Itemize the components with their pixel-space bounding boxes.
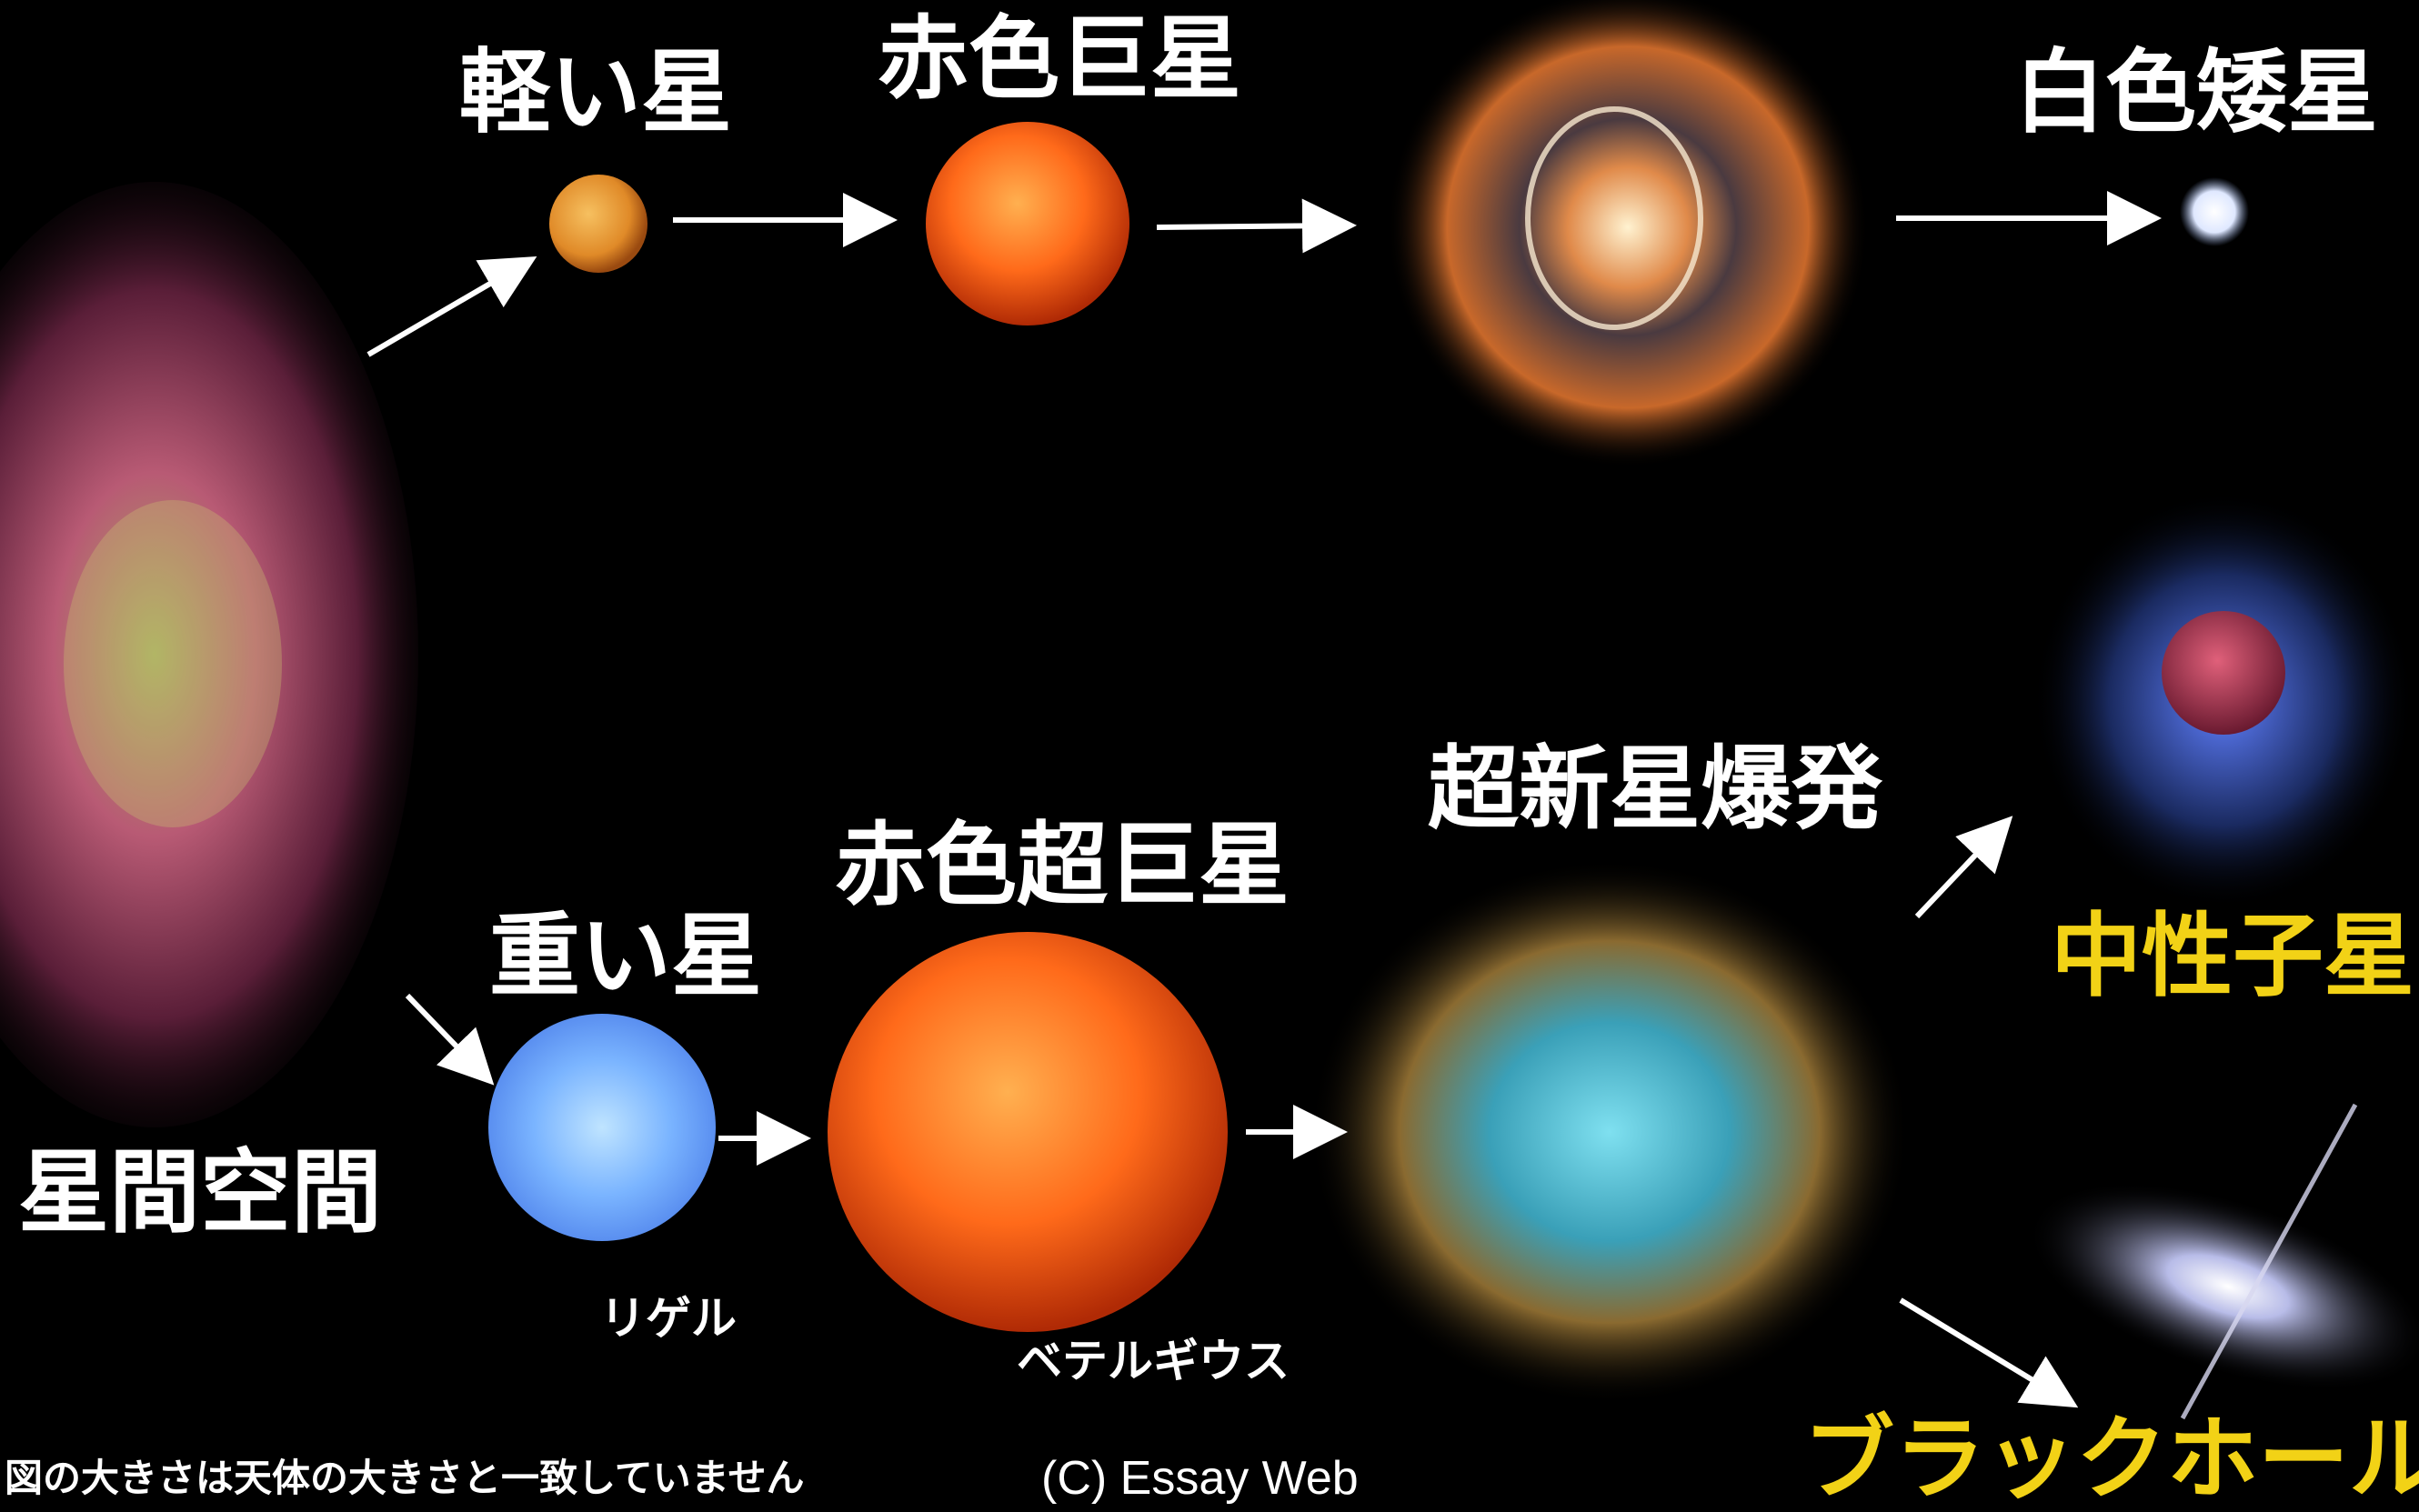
white-dwarf-image xyxy=(2180,177,2249,246)
supernova-label: 超新星爆発 xyxy=(1428,736,1882,842)
interstellar-nebula-image xyxy=(0,182,418,1127)
arrow-interstellar-to-heavy-star xyxy=(405,993,495,1086)
white-dwarf-label: 白色矮星 xyxy=(2014,39,2378,145)
black-hole-label: ブラックホール xyxy=(1803,1406,2419,1512)
arrow-supernova-to-neutron-star xyxy=(1914,816,2013,919)
light-star-image xyxy=(549,175,647,273)
red-supergiant-label: 赤色超巨星 xyxy=(835,812,1290,918)
interstellar-label: 星間空間 xyxy=(18,1139,382,1246)
light-star-label: 軽い星 xyxy=(459,39,732,145)
red-giant-label: 赤色巨星 xyxy=(878,5,1241,112)
heavy-star-example-label: リゲル xyxy=(600,1292,737,1345)
red-giant-image xyxy=(926,122,1129,325)
heavy-star-image xyxy=(488,1014,716,1241)
footnote-text: 図の大きさは天体の大きさと一致していません xyxy=(5,1456,805,1500)
red-supergiant-example-label: ベテルギウス xyxy=(1017,1335,1290,1387)
credit-text: (C) Essay Web xyxy=(1041,1452,1359,1505)
neutron-star-label: 中性子星 xyxy=(2051,903,2414,1009)
black-hole-image xyxy=(2027,1103,2419,1420)
supernova-remnant-image xyxy=(1310,859,1910,1405)
arrow-red-giant-to-planetary-nebula xyxy=(1156,198,1357,254)
planetary-nebula-image xyxy=(1387,0,1869,468)
arrow-interstellar-to-light-star xyxy=(366,255,537,357)
neutron-star-image xyxy=(2033,491,2414,909)
arrow-supernova-to-black-hole xyxy=(1899,1297,2079,1408)
heavy-star-label: 重い星 xyxy=(489,903,762,1009)
red-supergiant-image xyxy=(828,932,1228,1332)
